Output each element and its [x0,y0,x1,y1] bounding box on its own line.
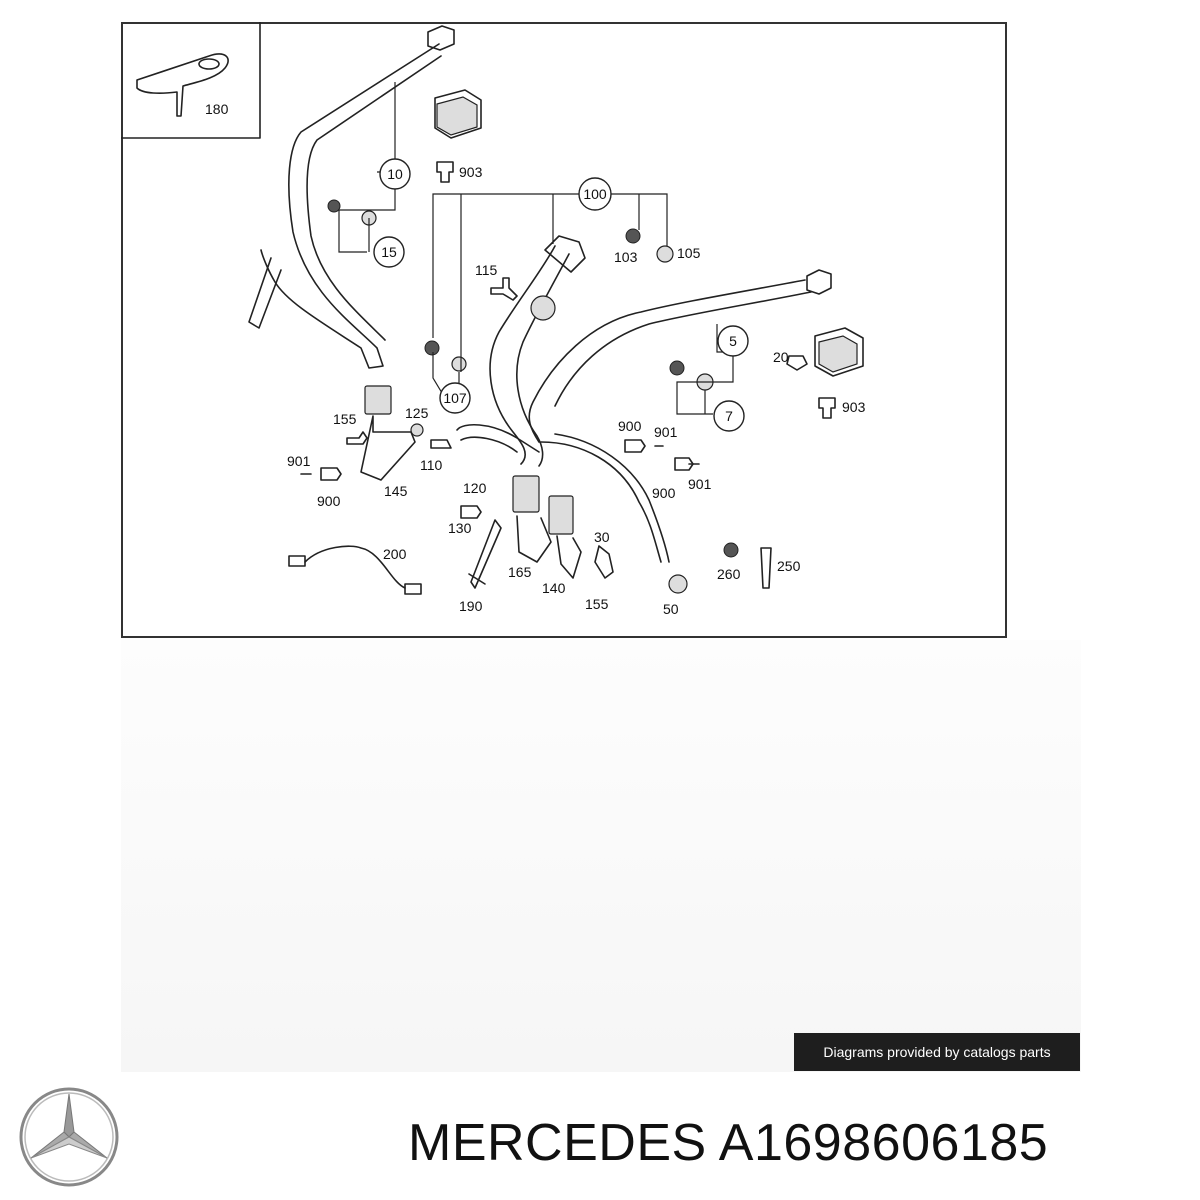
part-label: 20 [773,349,789,365]
part-label: 107 [443,390,467,406]
callout-circles [373,158,749,432]
part-label: 115 [475,262,498,278]
part-label: 900 [652,485,676,501]
attribution-badge: Diagrams provided by catalogs parts [794,1033,1080,1071]
part-label: 50 [663,601,679,617]
part-label: 140 [542,580,566,596]
part-label: 903 [842,399,866,415]
part-label: 901 [688,476,712,492]
mercedes-star-icon [19,1087,119,1187]
part-label: 180 [205,101,229,117]
product-title: MERCEDES A1698606185 [408,1114,1049,1172]
part-label: 190 [459,598,483,614]
part-label: 100 [583,186,607,202]
part-label: 900 [317,493,341,509]
left-seat-belt [248,25,482,369]
part-label: 900 [618,418,642,434]
part-label: 165 [508,564,532,580]
part-label: 125 [405,405,429,421]
background-panel [121,640,1081,1072]
center-seat-belt [456,235,586,467]
part-label: 901 [654,424,678,440]
part-label: 7 [725,408,733,424]
part-label: 30 [594,529,610,545]
part-label: 103 [614,249,638,265]
part-label: 200 [383,546,407,562]
leader-lines [338,82,734,415]
part-label: 15 [381,244,397,260]
seat-belt-parts-diagram: 180 10 903 15 100 103 105 115 107 5 20 7… [121,22,866,617]
inset-box [121,22,261,139]
part-label: 5 [729,333,737,349]
part-label: 903 [459,164,483,180]
part-number-labels: 180 10 903 15 100 103 105 115 107 5 20 7… [205,101,866,617]
part-label: 10 [387,166,403,182]
part-label: 145 [384,483,408,499]
part-label: 155 [333,411,357,427]
part-label: 120 [463,480,487,496]
part-label: 105 [677,245,701,261]
diagram-frame [121,22,1007,638]
part-label: 130 [448,520,472,536]
part-label: 155 [585,596,609,612]
part-label: 901 [287,453,311,469]
part-label: 260 [717,566,741,582]
part-label: 250 [777,558,801,574]
buckles-and-fasteners [288,161,836,595]
part-label: 110 [420,457,443,473]
right-seat-belt [528,269,864,563]
